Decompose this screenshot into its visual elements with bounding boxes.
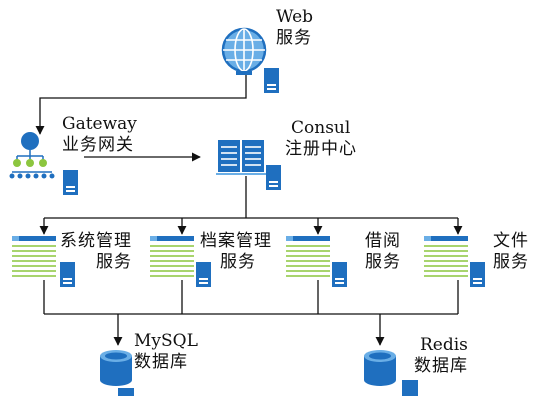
server-icon — [332, 262, 347, 287]
mysql-title: MySQL — [134, 331, 198, 351]
system-mgmt-subtitle: 服务 — [96, 252, 132, 272]
consul-subtitle: 注册中心 — [285, 139, 357, 159]
archive-mgmt-title: 档案管理 — [200, 231, 272, 251]
server-icon — [118, 388, 134, 396]
server-icon — [264, 68, 279, 93]
file-subtitle: 服务 — [493, 252, 529, 272]
redis-subtitle: 数据库 — [414, 356, 468, 376]
web-label: Web 服务 — [276, 7, 313, 49]
book-icon — [216, 140, 266, 175]
file-title: 文件 — [493, 231, 529, 251]
server-icon — [266, 165, 281, 190]
borrow-label: 借阅 服务 — [365, 231, 401, 273]
database-cylinder-icon — [100, 350, 132, 386]
server-icon — [63, 170, 78, 195]
gateway-title: Gateway — [62, 114, 137, 134]
database-cylinder-icon — [364, 350, 396, 386]
mysql-label: MySQL 数据库 — [134, 331, 198, 373]
connectors — [35, 70, 463, 346]
document-list-icon — [423, 235, 469, 277]
consul-label: Consul 注册中心 — [285, 118, 357, 160]
redis-title: Redis — [420, 335, 468, 355]
web-subtitle: 服务 — [276, 28, 312, 48]
document-list-icon — [149, 235, 195, 277]
document-list-icon — [285, 235, 331, 277]
archive-mgmt-subtitle: 服务 — [220, 252, 256, 272]
gateway-label: Gateway 业务网关 — [62, 114, 137, 156]
consul-title: Consul — [291, 118, 351, 138]
network-hierarchy-icon — [9, 132, 55, 179]
document-list-icon — [11, 235, 57, 277]
gateway-subtitle: 业务网关 — [62, 135, 134, 155]
file-label: 文件 服务 — [493, 231, 529, 273]
server-icon — [470, 262, 485, 287]
archive-mgmt-label: 档案管理 服务 — [200, 231, 272, 273]
web-title: Web — [276, 7, 314, 27]
borrow-subtitle: 服务 — [365, 252, 401, 272]
redis-label: Redis 数据库 — [414, 335, 468, 377]
globe-icon — [221, 27, 267, 75]
system-mgmt-title: 系统管理 — [60, 231, 132, 251]
mysql-subtitle: 数据库 — [134, 352, 188, 372]
system-mgmt-label: 系统管理 服务 — [60, 231, 132, 273]
borrow-title: 借阅 — [365, 231, 401, 251]
server-icon — [402, 380, 418, 396]
